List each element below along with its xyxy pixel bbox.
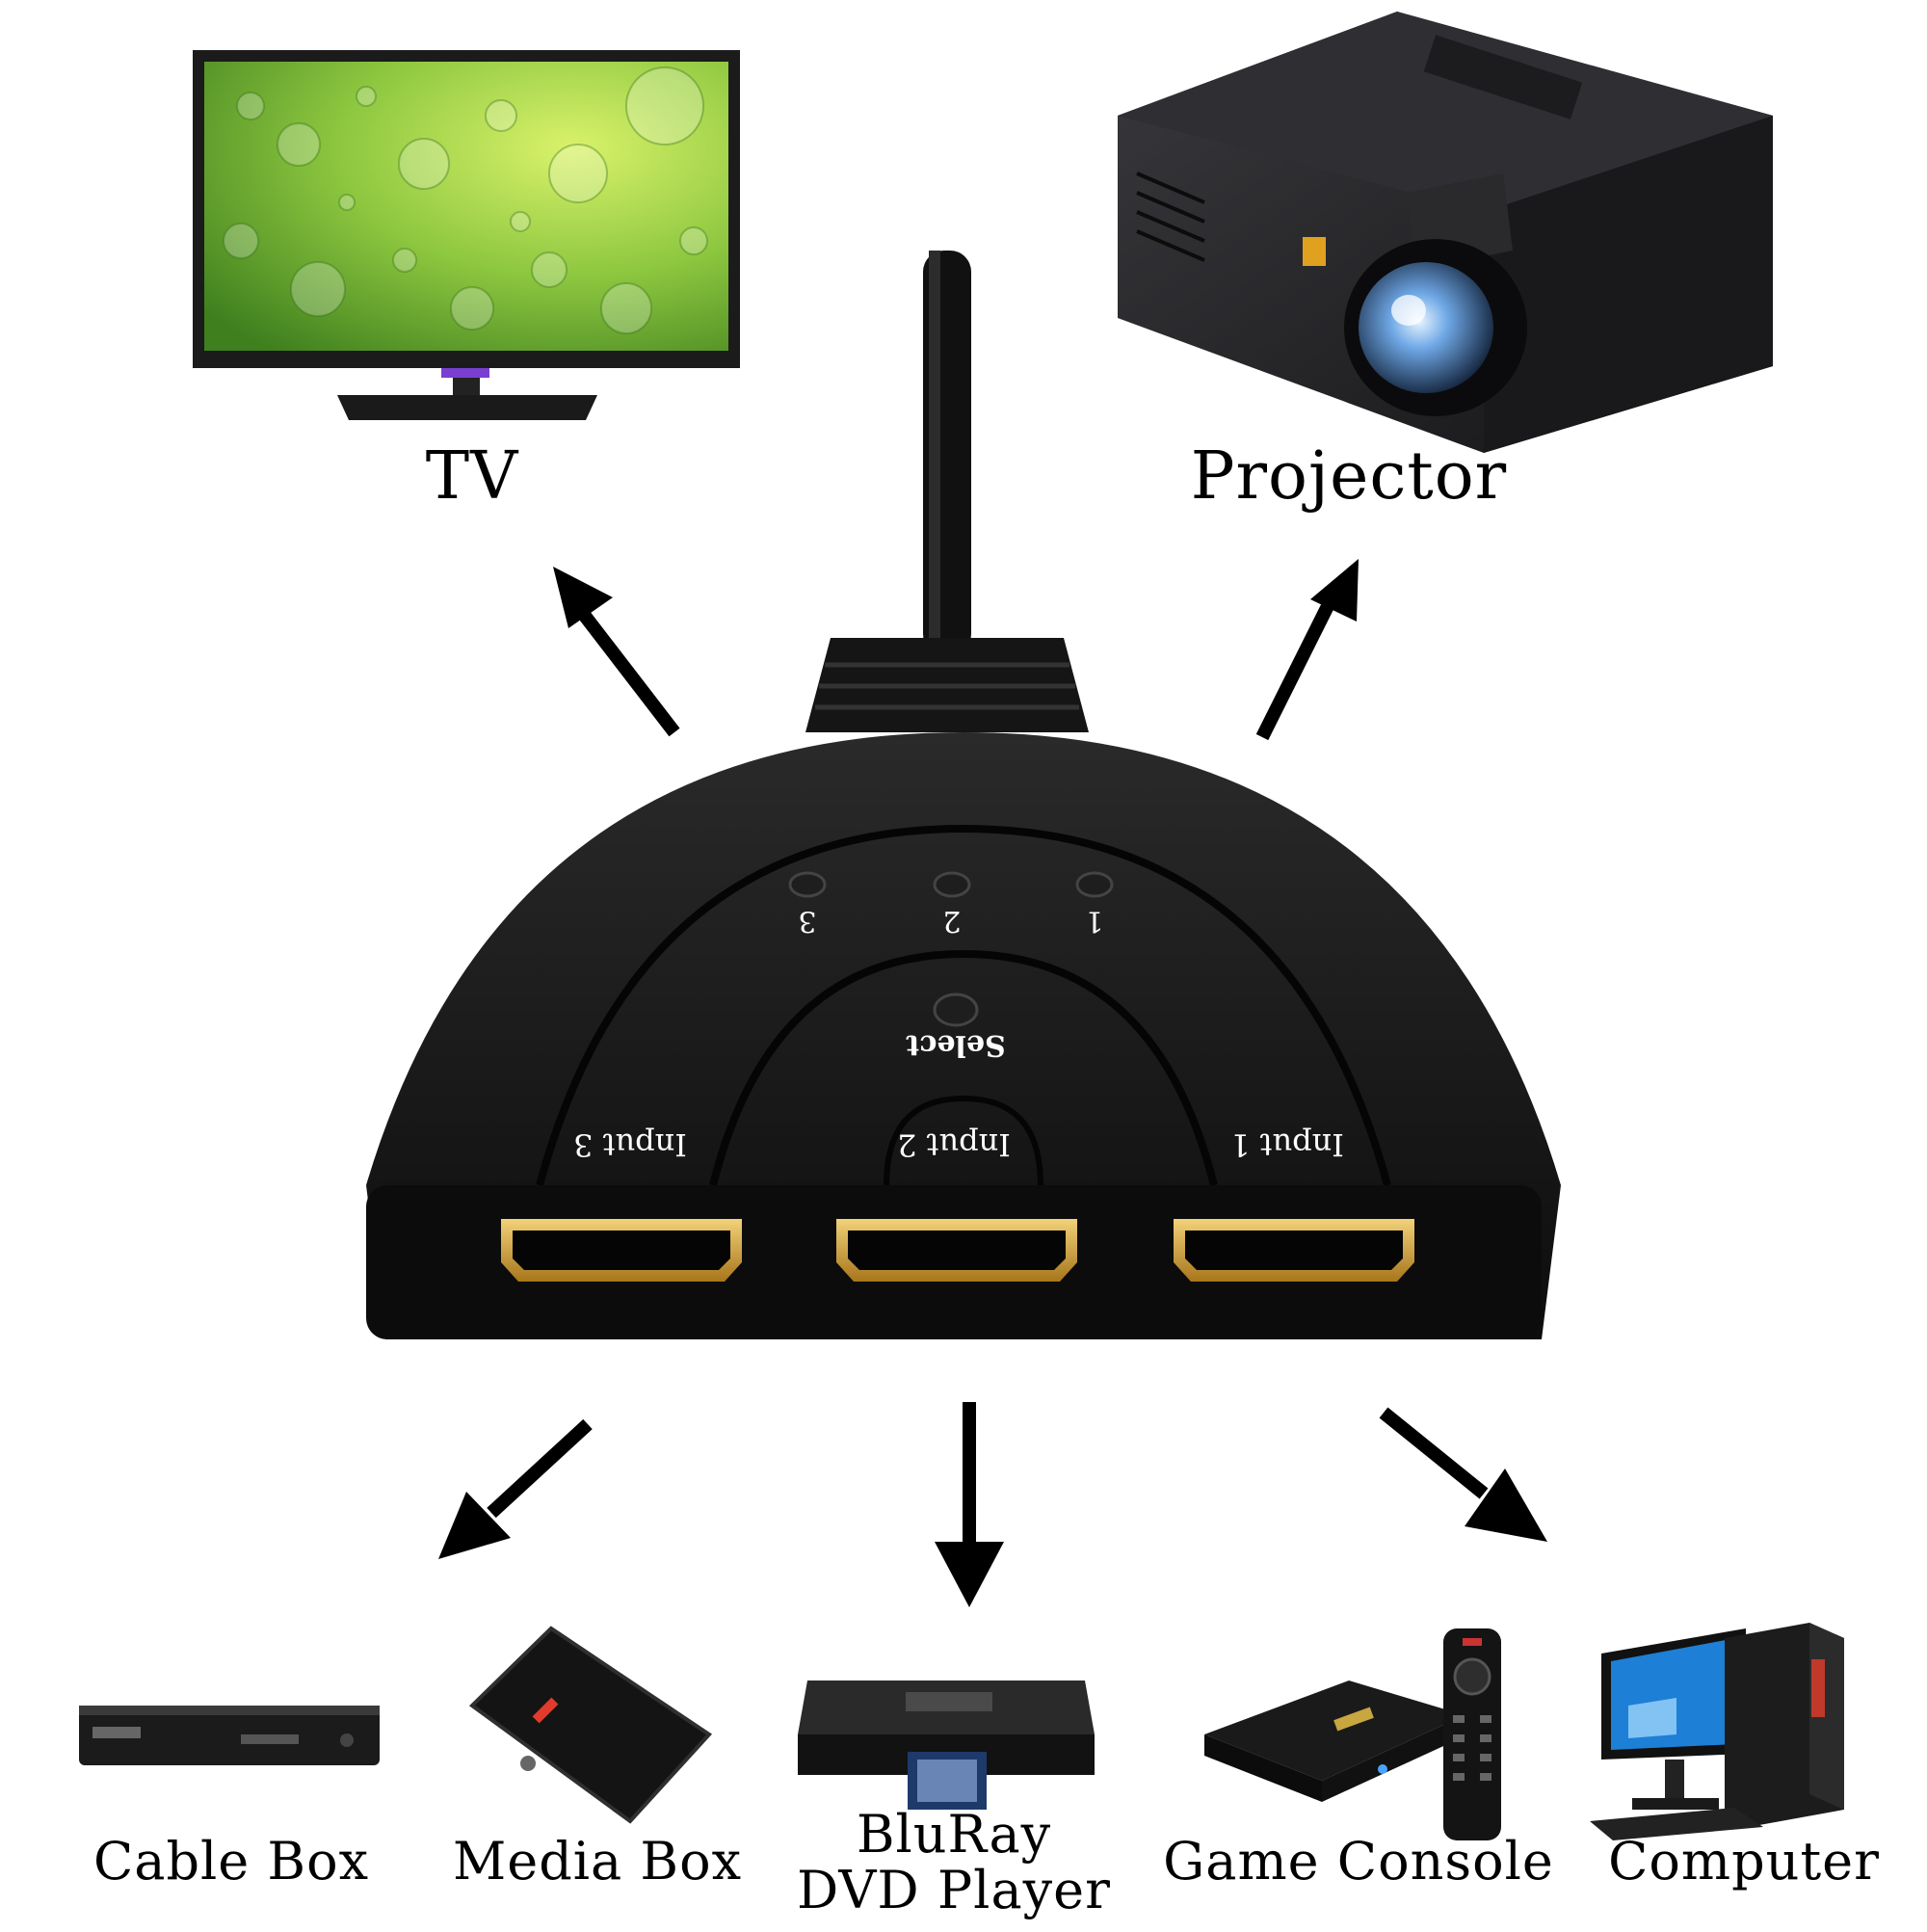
cable-box-icon [79, 1706, 380, 1765]
hdmi-port-2 [836, 1219, 1077, 1282]
game-console-icon [1204, 1681, 1465, 1802]
computer-label-box: Computer [1608, 1831, 1880, 1892]
projector-icon [1118, 12, 1773, 453]
tv-label-box: TV [425, 438, 519, 515]
port-label-2: Input 2 [897, 1126, 1011, 1163]
arrow-to-computer [1379, 1407, 1547, 1542]
indicator-label-3: 3 [798, 904, 816, 938]
port-label-1: Input 1 [1230, 1126, 1344, 1163]
tv-icon [193, 50, 740, 420]
projector-label: Projector [1190, 438, 1508, 515]
bluray-player-icon [798, 1681, 1095, 1810]
port-label-3: Input 3 [573, 1126, 687, 1163]
hdmi-port-3 [501, 1219, 742, 1282]
switch-markings: 3 2 1 Select Input 3 Input 2 Input 1 [573, 904, 1344, 1163]
hdmi-port-1 [1174, 1219, 1414, 1282]
computer-icon [1590, 1623, 1844, 1840]
media-box-icon [468, 1626, 713, 1824]
hdmi-switch-icon [366, 251, 1561, 1339]
arrow-to-cable-box [438, 1418, 593, 1559]
arrow-to-projector [1255, 559, 1359, 741]
computer-label: Computer [1608, 1831, 1880, 1892]
cable-box-label-box: Cable Box [92, 1831, 370, 1892]
arrow-to-tv [553, 567, 680, 737]
media-box-label-box: Media Box [452, 1831, 743, 1892]
media-box-label: Media Box [452, 1831, 743, 1892]
tv-label: TV [425, 438, 519, 515]
remote-control-icon [1443, 1628, 1501, 1840]
projector-label-box: Projector [1190, 438, 1508, 515]
game-console-label: Game Console [1163, 1831, 1554, 1892]
bluray-label-line1-box: BluRay [856, 1804, 1052, 1865]
arrow-to-bluray [935, 1402, 1004, 1607]
indicator-label-2: 2 [942, 904, 961, 938]
select-label: Select [906, 1028, 1006, 1062]
cable-box-label: Cable Box [92, 1831, 370, 1892]
bluray-label-line2-box: DVD Player [797, 1860, 1111, 1920]
game-console-label-box: Game Console [1163, 1831, 1554, 1892]
bluray-label-line1: BluRay [856, 1804, 1052, 1865]
indicator-label-1: 1 [1085, 904, 1103, 938]
bluray-label-line2: DVD Player [797, 1860, 1111, 1920]
